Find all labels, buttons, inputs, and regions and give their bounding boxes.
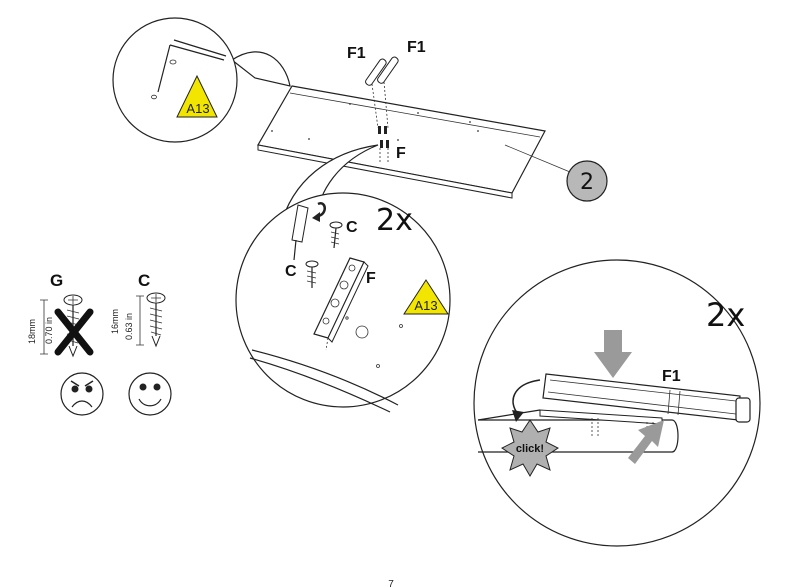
- label-f1-bottom-right: F1: [662, 368, 681, 385]
- screw-c-top: [329, 221, 343, 249]
- panel-fittings: [378, 126, 389, 162]
- step-number: 2: [580, 170, 594, 195]
- down-arrow-icon: [594, 330, 632, 378]
- dim-c-mm: 16mm: [110, 309, 120, 334]
- warning-triangle-top: A13: [176, 74, 218, 118]
- screw-c-left: [305, 260, 319, 288]
- label-screw-c: C: [138, 271, 150, 290]
- curved-arrow-icon: [512, 379, 541, 422]
- warning-label-mid: A13: [414, 298, 437, 313]
- push-arrow-icon: [628, 420, 664, 464]
- cross-icon: [54, 308, 94, 356]
- warning-label-top: A13: [186, 101, 209, 116]
- dimension-g: 18mm 0.70 in: [27, 299, 54, 355]
- dim-c-in: 0.63 in: [124, 313, 134, 340]
- fitting-f-plate: [313, 257, 369, 351]
- zoom-bubble-bottom-right: click!: [473, 259, 761, 547]
- f1-dowel-large: [542, 373, 751, 423]
- label-c-top: C: [346, 219, 358, 236]
- label-c-left: C: [285, 263, 297, 280]
- f1-dowels: [365, 56, 399, 129]
- dimension-c: 16mm 0.63 in: [110, 295, 144, 346]
- warning-triangle-mid: A13: [403, 279, 449, 315]
- step-number-badge: 2: [566, 160, 608, 202]
- label-f1-right: F1: [407, 39, 426, 56]
- label-screw-g: G: [50, 271, 63, 290]
- page-number: 7: [388, 579, 394, 588]
- click-label: click!: [516, 443, 544, 455]
- dim-g-mm: 18mm: [27, 319, 37, 344]
- click-burst-icon: click!: [501, 419, 559, 477]
- panel-board: [257, 85, 571, 199]
- label-f-panel: F: [396, 145, 406, 162]
- dim-g-in: 0.70 in: [44, 317, 54, 344]
- multiplier-mid: 2x: [376, 203, 413, 238]
- screw-g-icon: [63, 294, 83, 358]
- smile-face-icon: [128, 372, 172, 416]
- sad-face-icon: [60, 372, 104, 416]
- zoom-bubble-top: A13: [112, 17, 291, 143]
- screw-c-icon: [146, 292, 166, 348]
- label-f1-left: F1: [347, 45, 366, 62]
- zoom-bubble-mid: A13: [235, 144, 451, 413]
- label-f-mid: F: [366, 270, 376, 287]
- multiplier-bottom-right: 2x: [706, 296, 745, 334]
